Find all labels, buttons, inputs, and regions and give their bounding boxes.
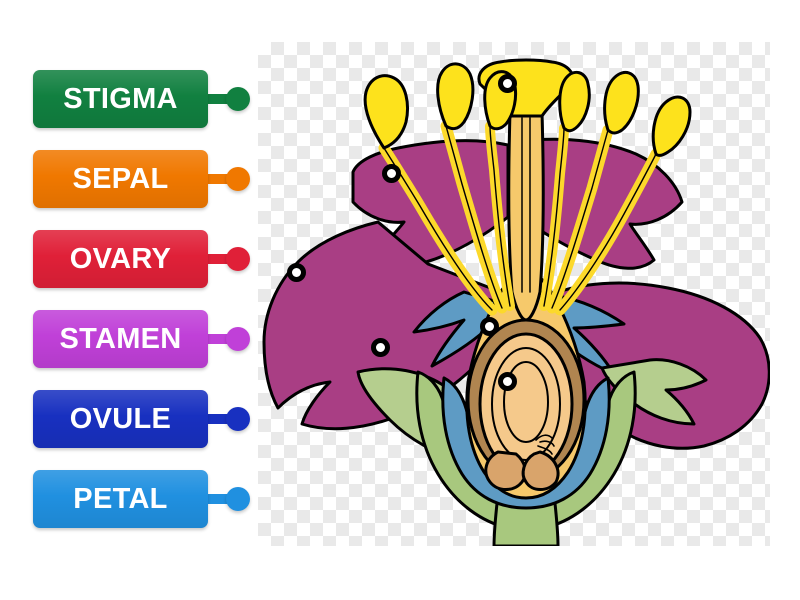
style: [507, 110, 545, 322]
style-vein: [521, 117, 531, 293]
label-box-sepal[interactable]: SEPAL: [33, 150, 208, 208]
label-knob-petal[interactable]: [226, 487, 250, 511]
label-item-stigma[interactable]: STIGMA: [33, 70, 255, 128]
anther-far-right: [651, 95, 692, 157]
filament-inner-left-outline: [489, 125, 511, 307]
label-box-stamen[interactable]: STAMEN: [33, 310, 208, 368]
label-knob-stigma[interactable]: [226, 87, 250, 111]
label-connector-stamen: [203, 334, 237, 344]
label-list: STIGMA SEPAL OVARY STAMEN: [0, 0, 258, 600]
drop-target-anther-left[interactable]: [382, 164, 401, 183]
drop-target-anther-top[interactable]: [498, 74, 517, 93]
ovule-contour-inner: [503, 361, 549, 443]
label-knob-ovule[interactable]: [226, 407, 250, 431]
drop-target-ovule-center[interactable]: [498, 372, 517, 391]
anther-inner-right: [558, 70, 591, 133]
label-connector-sepal: [203, 174, 237, 184]
label-knob-sepal[interactable]: [226, 167, 250, 191]
diagram-panel: [258, 42, 770, 546]
label-box-ovary[interactable]: OVARY: [33, 230, 208, 288]
label-box-ovule[interactable]: OVULE: [33, 390, 208, 448]
funiculus: [535, 434, 555, 455]
label-item-petal[interactable]: PETAL: [33, 470, 255, 528]
ovule-left: [484, 450, 527, 491]
label-connector-petal: [203, 494, 237, 504]
anther-right: [603, 70, 640, 135]
label-box-petal[interactable]: PETAL: [33, 470, 208, 528]
label-item-stamen[interactable]: STAMEN: [33, 310, 255, 368]
label-connector-ovule: [203, 414, 237, 424]
label-knob-stamen[interactable]: [226, 327, 250, 351]
label-text-sepal: SEPAL: [72, 162, 169, 195]
flower-cross-section-image: [262, 58, 770, 546]
label-text-ovary: OVARY: [69, 242, 172, 275]
label-knob-ovary[interactable]: [226, 247, 250, 271]
label-connector-stigma: [203, 94, 237, 104]
label-text-stigma: STIGMA: [63, 82, 178, 115]
label-text-ovule: OVULE: [69, 402, 172, 435]
filament-right-outline: [551, 129, 609, 309]
label-item-ovule[interactable]: OVULE: [33, 390, 255, 448]
label-text-petal: PETAL: [73, 482, 168, 515]
label-item-sepal[interactable]: SEPAL: [33, 150, 255, 208]
filament-inner-right-outline: [543, 127, 565, 307]
drop-target-petal-left[interactable]: [287, 263, 306, 282]
filament-left-outline: [445, 125, 503, 309]
anther-left: [436, 62, 475, 131]
filament-far-right-outline: [559, 153, 657, 311]
label-box-stigma[interactable]: STIGMA: [33, 70, 208, 128]
label-connector-ovary: [203, 254, 237, 264]
corolla-lobe-right: [552, 294, 626, 376]
drop-target-sepal-left[interactable]: [371, 338, 390, 357]
drop-target-ovary-wall[interactable]: [480, 317, 499, 336]
anther-far-left: [363, 74, 409, 150]
label-item-ovary[interactable]: OVARY: [33, 230, 255, 288]
label-text-stamen: STAMEN: [59, 322, 182, 355]
ovule-right: [521, 450, 560, 491]
